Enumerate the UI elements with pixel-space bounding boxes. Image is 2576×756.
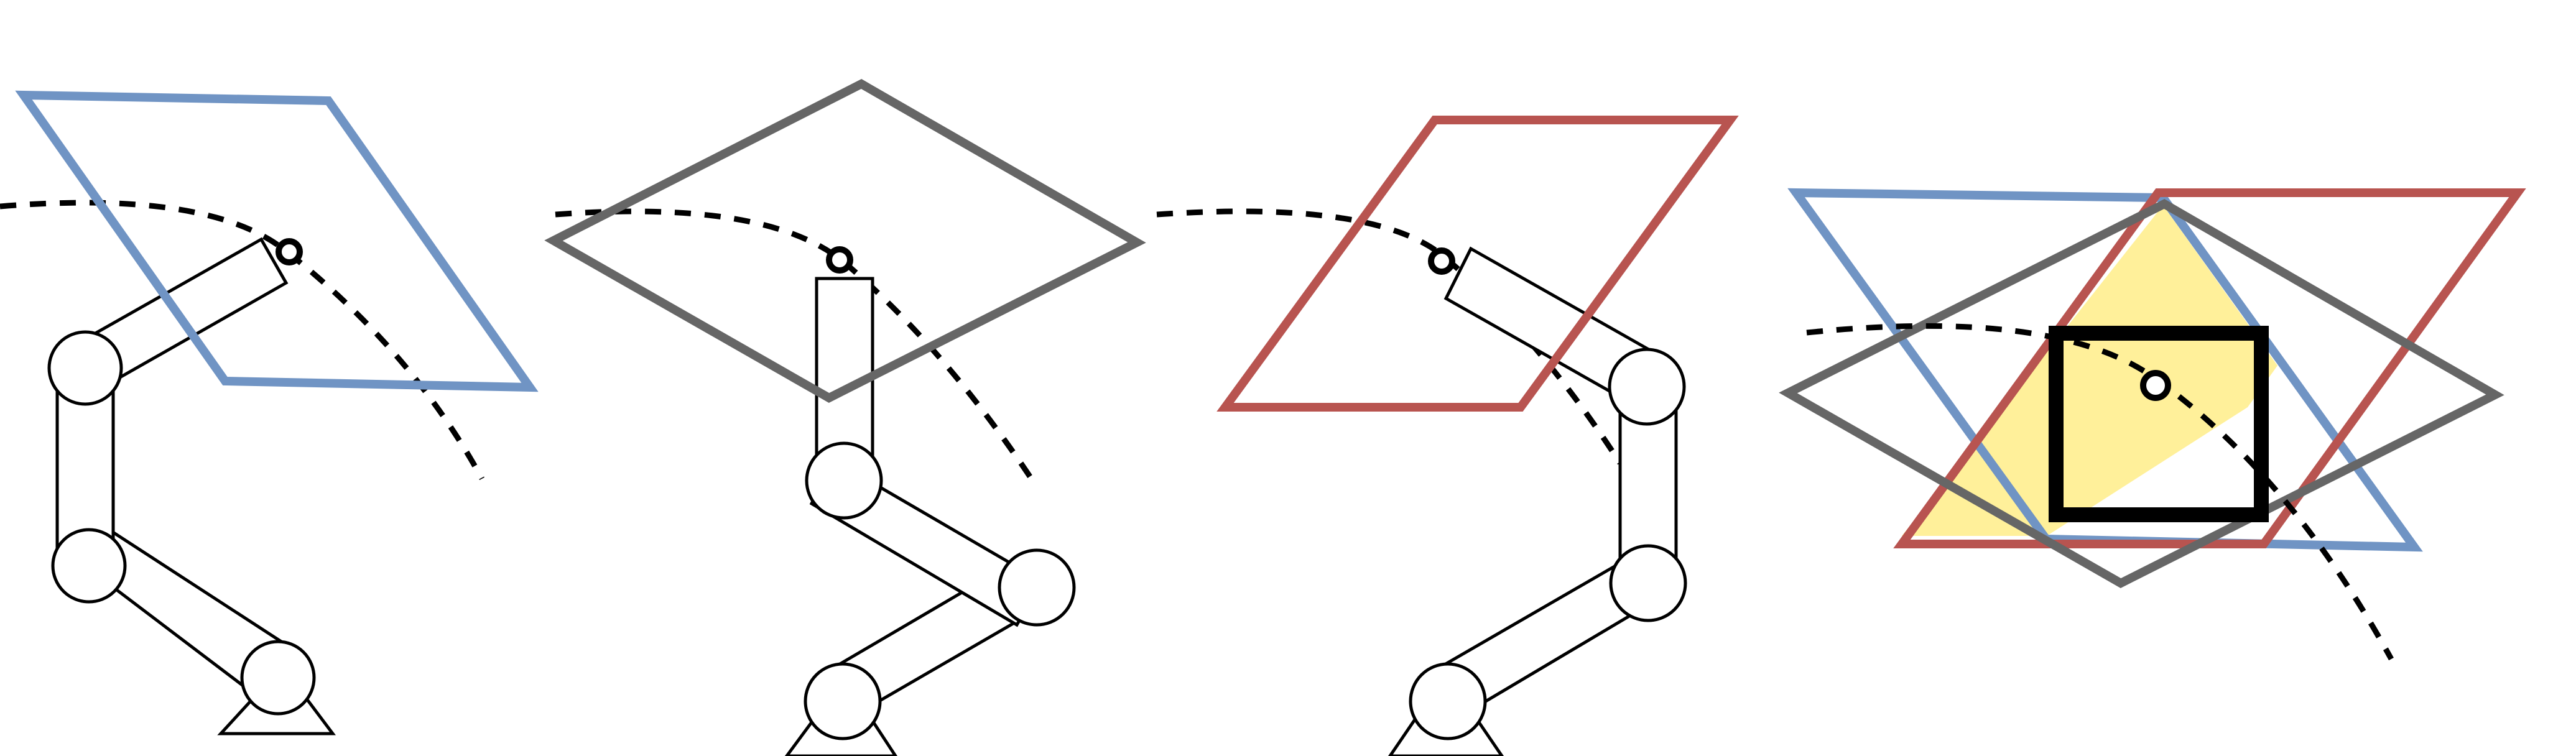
blue-workspace-parallelogram bbox=[1787, 188, 2423, 552]
blue-workspace-parallelogram bbox=[15, 90, 539, 392]
tool-center-point bbox=[826, 246, 853, 274]
panel-3 bbox=[1156, 116, 1739, 756]
tool-center-point bbox=[276, 238, 303, 265]
base-joint bbox=[1409, 662, 1487, 740]
robot-arm bbox=[47, 237, 336, 735]
tool-center-point bbox=[1428, 247, 1455, 275]
elbow-joint bbox=[998, 548, 1076, 627]
shoulder-joint bbox=[47, 330, 123, 406]
gray-workspace-diamond bbox=[544, 79, 1146, 403]
feasible-region-box bbox=[2049, 326, 2269, 522]
gray-workspace-diamond bbox=[1779, 199, 2504, 588]
base-joint bbox=[804, 662, 882, 740]
shoulder-joint bbox=[1608, 348, 1686, 426]
workspace-intersection-fill bbox=[1902, 205, 2277, 536]
trajectory-curve bbox=[1806, 323, 2394, 661]
red-workspace-parallelogram bbox=[1216, 116, 1739, 412]
red-workspace-parallelogram bbox=[1893, 188, 2526, 548]
trajectory-curve bbox=[0, 200, 484, 481]
tool-center-point bbox=[2140, 370, 2171, 401]
panel-4 bbox=[1779, 188, 2526, 661]
robot-arm bbox=[784, 246, 1076, 756]
elbow-joint bbox=[1609, 544, 1687, 622]
elbow-joint bbox=[51, 528, 127, 604]
panel-1 bbox=[0, 90, 539, 735]
panel-2 bbox=[544, 79, 1146, 756]
shoulder-joint bbox=[805, 441, 883, 520]
robot-arm bbox=[1388, 246, 1687, 756]
base-joint bbox=[240, 640, 316, 716]
trajectory-curve bbox=[555, 208, 1038, 487]
